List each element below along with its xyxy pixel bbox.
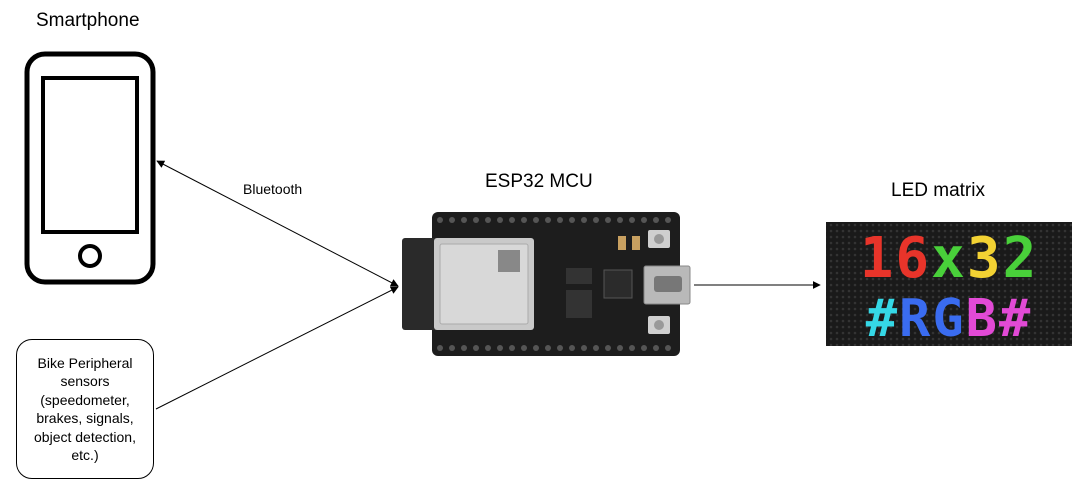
led-matrix-label: LED matrix	[891, 180, 985, 201]
esp32-board-image	[402, 212, 691, 356]
sensors-node: Bike Peripheral sensors (speedometer, br…	[16, 339, 154, 479]
sensors-label: Bike Peripheral sensors (speedometer, br…	[34, 354, 136, 464]
smartphone-icon	[24, 51, 156, 285]
sensors-arrow	[155, 286, 399, 410]
esp32-label: ESP32 MCU	[485, 171, 593, 192]
bluetooth-arrow	[156, 160, 399, 287]
led-matrix-image: 16x32 #RGB#	[826, 222, 1072, 349]
smartphone-label: Smartphone	[36, 10, 140, 31]
led-text-bottom: #RGB#	[866, 289, 1033, 349]
led-text-top: 16x32	[860, 226, 1039, 291]
